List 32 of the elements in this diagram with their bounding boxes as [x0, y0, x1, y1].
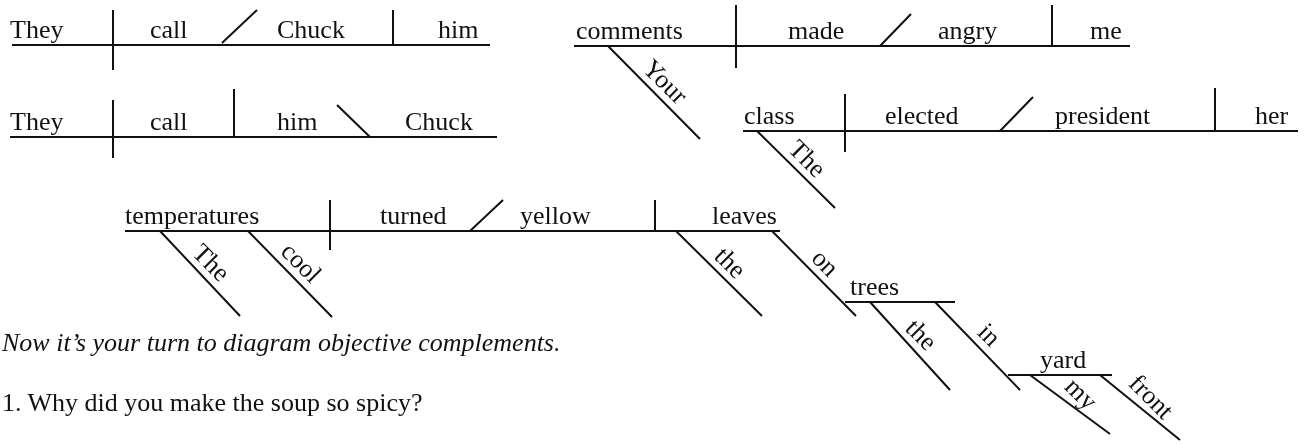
diagram-word: turned	[380, 203, 447, 229]
diagram-word: yard	[1040, 347, 1087, 373]
diagram-word: cool	[276, 238, 326, 288]
diagram-word: yellow	[520, 203, 591, 229]
diagram-word: They	[10, 109, 64, 135]
diagram-word: The	[187, 239, 235, 286]
diagram-word: angry	[938, 18, 998, 44]
diagram-word: trees	[850, 274, 900, 300]
diagram-word: the	[709, 242, 751, 283]
diagram-word: me	[1090, 18, 1122, 44]
diagram-word: call	[150, 109, 188, 135]
diagram-word: made	[788, 18, 845, 44]
diagram-word: him	[277, 109, 318, 135]
diagram-word: president	[1055, 103, 1151, 129]
diagram-word: The	[783, 135, 831, 182]
diagram-word: him	[438, 17, 479, 43]
diagram-word: comments	[576, 18, 683, 44]
diagram-word: on	[806, 244, 844, 281]
diagram-word: leaves	[712, 203, 777, 229]
diagram-word: Chuck	[277, 17, 345, 43]
diagram-word: temperatures	[125, 203, 260, 229]
instruction-text: Now it’s your turn to diagram objective complements.	[2, 330, 561, 356]
question-text: 1. Why did you make the soup so spicy?	[2, 390, 423, 416]
diagram-word: call	[150, 17, 188, 43]
diagram-word: in	[972, 318, 1005, 352]
diagram-word: They	[10, 17, 64, 43]
diagram-word: Chuck	[405, 109, 473, 135]
diagram-word: her	[1255, 103, 1289, 129]
diagram-word: my	[1060, 372, 1102, 415]
diagram-word: class	[744, 103, 795, 129]
diagram-word: the	[900, 314, 942, 356]
diagram-word: elected	[885, 103, 959, 129]
